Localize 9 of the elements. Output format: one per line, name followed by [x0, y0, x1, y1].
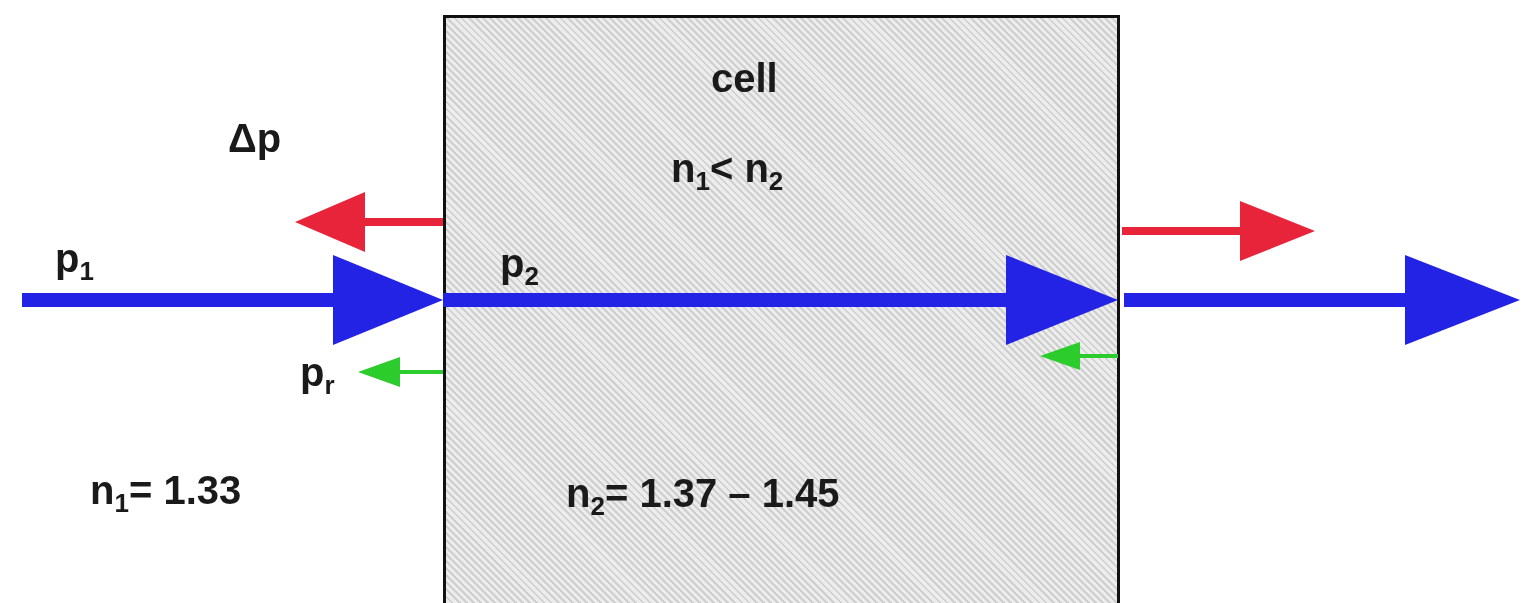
force-label: Δp: [228, 118, 282, 158]
momentum-label: p$_{1}$: [55, 238, 94, 284]
index-label: n$_{1}$= 1.33: [90, 470, 242, 516]
cell-box: [443, 15, 1120, 603]
index-relation: n$_{1}$< n$_{2}$: [671, 148, 784, 194]
cell-title: cell: [711, 58, 778, 98]
momentum-label: p$_{2}$: [500, 243, 539, 289]
momentum-label: p$_{r}$: [300, 352, 335, 398]
index-value: n$_{2}$= 1.37 – 1.45: [566, 473, 840, 519]
